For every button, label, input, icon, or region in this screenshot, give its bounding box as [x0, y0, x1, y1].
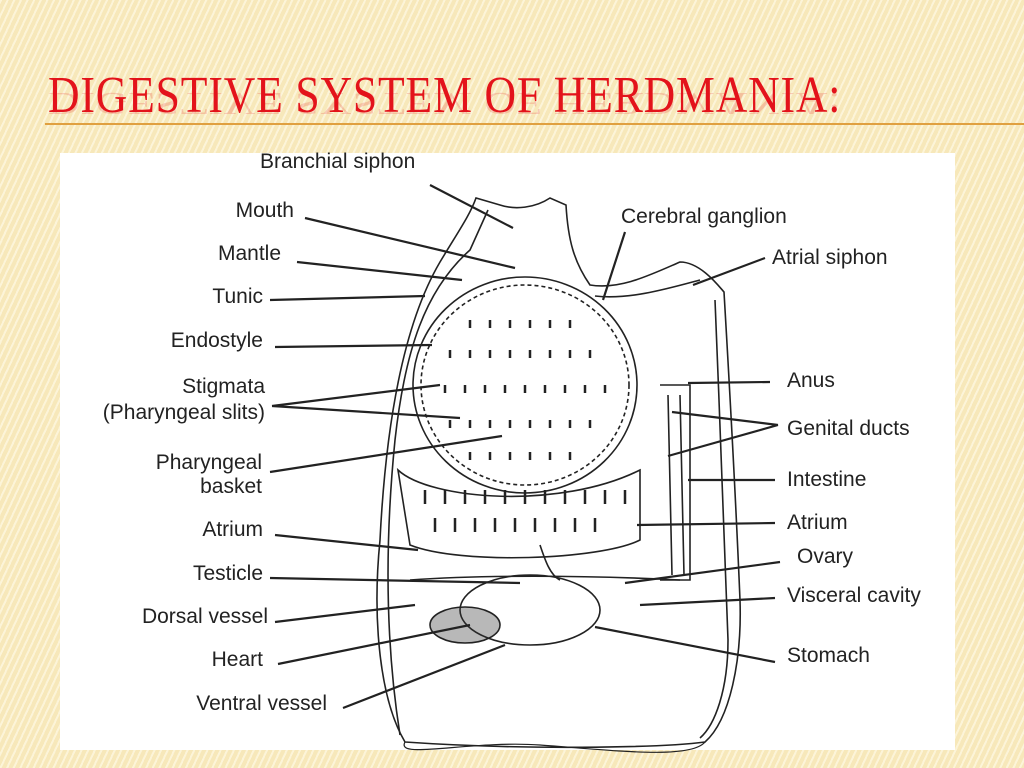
label-ovary: Ovary [797, 545, 854, 568]
diagram-panel [60, 153, 955, 750]
label-dorsal-vessel: Dorsal vessel [141, 605, 268, 628]
label-endostyle: Endostyle [170, 329, 263, 352]
slide-title: DIGESTIVE SYSTEM OF HERDMANIA: [48, 67, 842, 124]
label-cerebral-ganglion: Cerebral ganglion [621, 205, 787, 228]
label-stigmata: Stigmata [182, 375, 265, 398]
label-pharyngeal-slits: (Pharyngeal slits) [102, 401, 265, 424]
label-branchial-siphon: Branchial siphon [260, 150, 416, 173]
label-mantle: Mantle [217, 242, 281, 265]
label-atrium-left: Atrium [202, 518, 263, 541]
label-tunic: Tunic [212, 285, 263, 308]
label-stomach: Stomach [787, 644, 870, 667]
label-ventral-vessel: Ventral vessel [196, 692, 327, 715]
leader-lines [269, 184, 781, 710]
label-basket: basket [200, 475, 262, 498]
label-mouth: Mouth [235, 199, 294, 222]
label-heart: Heart [211, 648, 263, 671]
label-atrial-siphon: Atrial siphon [772, 246, 888, 269]
label-atrium-right: Atrium [787, 511, 848, 534]
label-testicle: Testicle [192, 562, 263, 585]
label-anus: Anus [787, 369, 835, 392]
title-underline [45, 123, 1024, 125]
label-genital-ducts: Genital ducts [787, 417, 910, 440]
label-pharyngeal: Pharyngeal [155, 451, 262, 474]
body-outline [376, 197, 742, 753]
label-intestine: Intestine [787, 468, 867, 491]
pharyngeal-slits [423, 320, 627, 532]
label-visceral-cavity: Visceral cavity [787, 584, 921, 607]
